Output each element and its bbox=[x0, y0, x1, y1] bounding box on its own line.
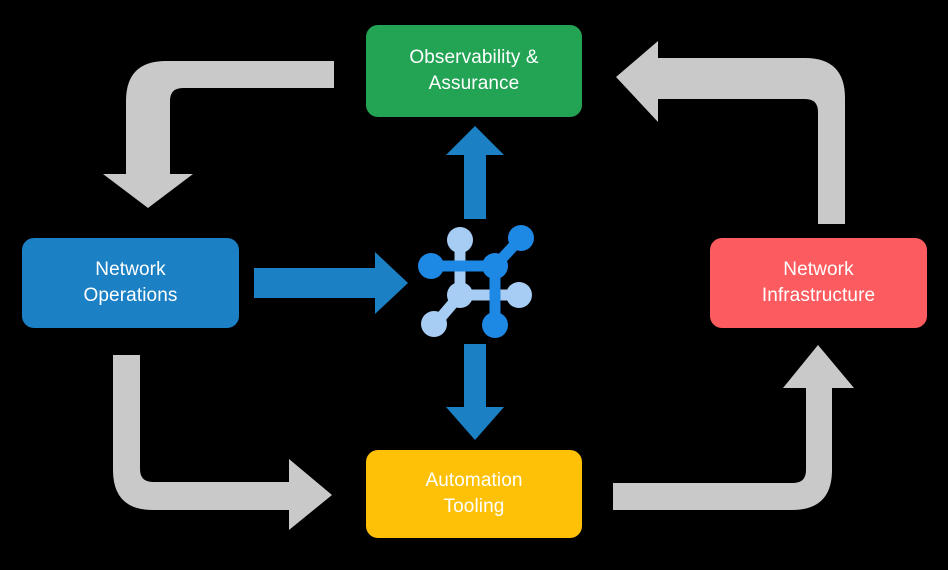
node-top-right-dark bbox=[508, 225, 534, 251]
gray-arrow-observability-to-operations bbox=[103, 61, 334, 208]
blue-arrow-center-to-observability bbox=[446, 126, 504, 219]
node-bottom-dark bbox=[482, 312, 508, 338]
node-network-infrastructure[interactable]: Network Infrastructure bbox=[710, 238, 927, 328]
node-network-operations[interactable]: Network Operations bbox=[22, 238, 239, 328]
node-top-light bbox=[447, 227, 473, 253]
node-hub-dark bbox=[482, 253, 508, 279]
node-left-dark bbox=[418, 253, 444, 279]
node-observability-assurance[interactable]: Observability & Assurance bbox=[366, 25, 582, 117]
node-right-light bbox=[506, 282, 532, 308]
node-bottom-left-light bbox=[421, 311, 447, 337]
node-mid-left-light bbox=[447, 282, 473, 308]
gray-arrow-infrastructure-to-observability bbox=[616, 41, 845, 224]
node-network-operations-label: Network Operations bbox=[83, 259, 178, 306]
node-observability-label: Observability & Assurance bbox=[409, 47, 539, 94]
node-automation-tooling[interactable]: Automation Tooling bbox=[366, 450, 582, 538]
network-icon-nodes bbox=[418, 225, 534, 338]
gray-arrow-operations-to-automation bbox=[113, 355, 332, 530]
blue-arrow-center-to-automation bbox=[446, 344, 504, 440]
node-automation-tooling-label: Automation Tooling bbox=[425, 470, 523, 517]
node-network-infrastructure-label: Network Infrastructure bbox=[761, 259, 876, 306]
gray-arrow-automation-to-infrastructure bbox=[613, 345, 854, 510]
blue-arrow-ops-to-center bbox=[254, 252, 408, 314]
